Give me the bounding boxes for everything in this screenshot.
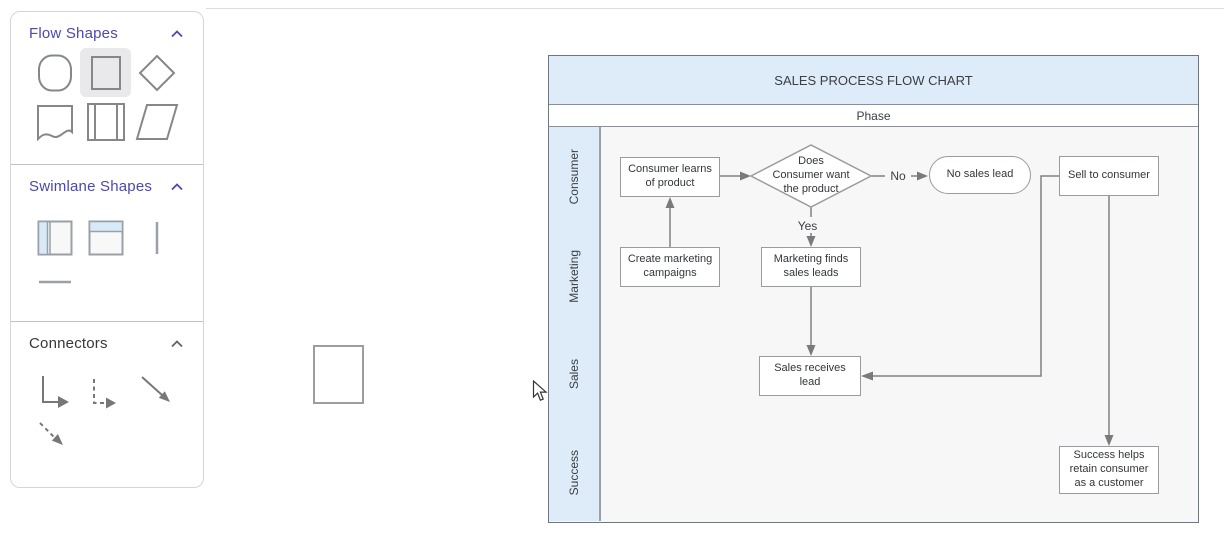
shape-elbow-arrow[interactable] [29, 368, 80, 417]
flowchart-phase-row[interactable]: Phase [549, 105, 1198, 127]
connector-lines-layer [665, 144, 1114, 446]
diamond-icon [138, 54, 175, 91]
diagonal-arrow-icon [140, 375, 170, 402]
node-marketing-finds[interactable]: Marketing finds sales leads [761, 247, 861, 287]
swimlane-shapes-header[interactable]: Swimlane Shapes [29, 178, 187, 195]
placed-rectangle-shape[interactable] [313, 345, 364, 404]
lane-label-marketing[interactable]: Marketing [549, 227, 601, 325]
flowchart-title: SALES PROCESS FLOW CHART [774, 72, 973, 88]
lane-body-sales [601, 325, 1198, 424]
flow-shapes-header[interactable]: Flow Shapes [29, 25, 187, 42]
shape-diagonal-arrow[interactable] [131, 368, 182, 417]
horizontal-swimlane-icon [88, 220, 123, 255]
decision-diamond-shape[interactable] [749, 144, 873, 208]
dashed-elbow-arrow-icon [92, 378, 116, 408]
shape-horizontal-swimlane[interactable] [80, 213, 131, 262]
node-decision-text[interactable]: Does Consumer want the product [772, 155, 850, 195]
lane-label-sales[interactable]: Sales [549, 325, 601, 424]
shape-rectangle-selected[interactable] [80, 48, 131, 97]
node-consumer-learns[interactable]: Consumer learns of product [620, 157, 720, 197]
canvas-top-border [206, 8, 1224, 9]
node-sales-receives[interactable]: Sales receives lead [759, 356, 861, 396]
shape-vertical-swimlane[interactable] [29, 213, 80, 262]
flowchart-title-row[interactable]: SALES PROCESS FLOW CHART [549, 56, 1198, 105]
section-flow-shapes: Flow Shapes [11, 12, 203, 164]
section-swimlane-shapes: Swimlane Shapes [11, 164, 203, 321]
node-no-sales-lead[interactable]: No sales lead [929, 156, 1031, 194]
shape-predefined-process[interactable] [80, 97, 131, 146]
connectors-grid [29, 368, 187, 461]
shape-library-panel: Flow Shapes [10, 11, 204, 488]
node-success-retain[interactable]: Success helps retain consumer as a custo… [1059, 446, 1159, 494]
elbow-arrow-icon [41, 375, 69, 408]
shape-horizontal-line[interactable] [29, 262, 80, 302]
edge-label-yes: Yes [794, 218, 821, 233]
edge-label-no: No [885, 168, 911, 183]
dashed-diagonal-arrow-icon [38, 422, 63, 445]
connectors-header[interactable]: Connectors [29, 335, 187, 352]
chevron-up-icon[interactable] [171, 339, 183, 348]
lane-sales[interactable]: Sales [549, 325, 1198, 424]
swimlane-shapes-title: Swimlane Shapes [29, 178, 153, 195]
swimlane-flowchart: SALES PROCESS FLOW CHART Phase Consumer … [548, 55, 1199, 523]
connectors-title: Connectors [29, 335, 108, 352]
shape-parallelogram[interactable] [131, 97, 182, 146]
flow-shapes-title: Flow Shapes [29, 25, 118, 42]
shape-diamond[interactable] [131, 48, 182, 97]
mouse-cursor-icon [532, 379, 549, 407]
chevron-up-icon[interactable] [171, 182, 183, 191]
lane-label-success[interactable]: Success [549, 424, 601, 521]
chevron-up-icon[interactable] [171, 29, 183, 38]
shape-dashed-elbow-arrow[interactable] [80, 368, 131, 417]
rectangle-icon [90, 55, 121, 90]
shape-document[interactable] [29, 97, 80, 146]
predefined-process-icon [86, 102, 125, 141]
horizontal-line-icon [38, 280, 71, 284]
rounded-rectangle-icon [37, 54, 72, 91]
vertical-line-icon [155, 221, 158, 254]
document-icon [36, 104, 73, 141]
lane-label-consumer[interactable]: Consumer [549, 127, 601, 227]
vertical-swimlane-icon [37, 220, 72, 255]
shape-rounded-rectangle[interactable] [29, 48, 80, 97]
flow-shapes-grid [29, 48, 187, 146]
shape-dashed-diagonal-arrow[interactable] [29, 417, 80, 461]
phase-label: Phase [856, 108, 891, 123]
node-sell-to-consumer[interactable]: Sell to consumer [1059, 156, 1159, 196]
swimlane-shapes-grid [29, 213, 187, 302]
parallelogram-icon [135, 103, 178, 140]
node-create-marketing[interactable]: Create marketing campaigns [620, 247, 720, 287]
section-connectors: Connectors [11, 321, 203, 487]
shape-vertical-line[interactable] [131, 213, 182, 262]
